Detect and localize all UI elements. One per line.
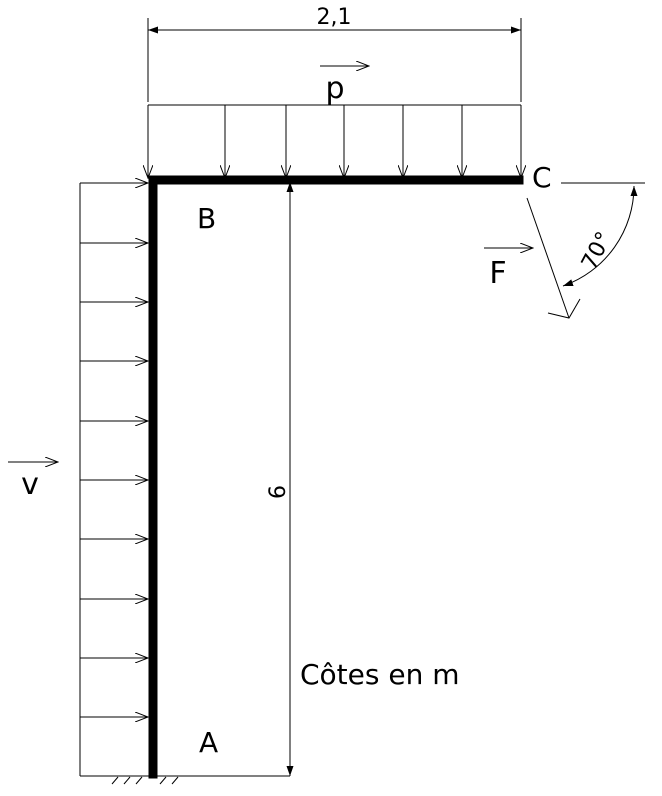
column-height-dimension: 6 — [266, 182, 294, 776]
top-distributed-load — [148, 104, 521, 178]
p-label-group: p — [320, 66, 369, 106]
p-label: p — [325, 71, 344, 106]
beam-length-dimension: 2,1 — [147, 5, 522, 102]
point-b-label: B — [197, 202, 216, 235]
point-a-label: A — [199, 726, 218, 759]
units-note: Côtes en m — [300, 658, 460, 691]
beam-length-label: 2,1 — [317, 5, 352, 30]
column-height-label: 6 — [266, 485, 291, 499]
v-label-group: v — [8, 462, 58, 502]
force-f-line — [526, 197, 570, 319]
frame-members — [148, 175, 524, 779]
point-c-label: C — [532, 161, 552, 194]
f-label-group: F — [484, 248, 533, 291]
force-f-arrowhead — [547, 298, 581, 319]
side-distributed-load — [79, 183, 148, 777]
support-a — [100, 775, 290, 785]
force-f: 70° — [526, 182, 645, 319]
f-label: F — [489, 256, 506, 291]
v-label: v — [21, 467, 39, 502]
angle-arc — [562, 185, 638, 287]
angle-label: 70° — [577, 228, 617, 274]
